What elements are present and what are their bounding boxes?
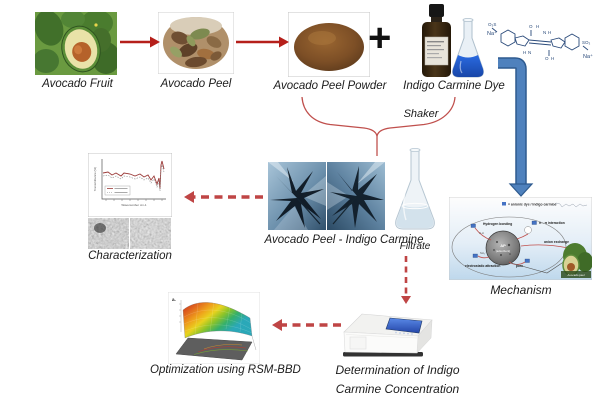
determination-label: Determination of Indigo Carmine Concentr… [330, 361, 465, 399]
avocado-peel-powder-photo [288, 12, 370, 77]
ap-ic-micrograph-1 [268, 162, 326, 230]
hydrogen-bonding-label: Hydrogen bonding [483, 222, 512, 226]
filtrate-flask-photo [395, 148, 435, 230]
plus-sign: + [368, 16, 392, 60]
ftir-ylabel: Transmittance (%) [93, 167, 97, 191]
pore-label: pore [516, 264, 523, 268]
dashed-arrow-to-characterization [184, 191, 263, 203]
sample-compartment-door [349, 336, 367, 350]
legend-square-icon [502, 202, 506, 206]
dye-bottle-photo [422, 4, 451, 77]
ftir-xlabel: Wavenumber cm-1 [121, 203, 147, 207]
ap-ic-label: Avocado Peel - Indigo Carmine [264, 234, 424, 246]
oh-label: O-H [479, 231, 484, 235]
determination-label-line1: Determination of Indigo [335, 363, 460, 377]
svg-text:N: N [543, 30, 546, 35]
mini-molecule-sketch [552, 202, 588, 208]
rsm-panel-marker: a. [172, 297, 176, 302]
svg-text:H: H [536, 24, 539, 29]
avocado-peel-photo [158, 12, 234, 74]
sem-image-1 [88, 218, 129, 249]
na-left: Na⁺ [487, 30, 497, 37]
rsm-surface-plot: a. [168, 292, 260, 364]
spectrophotometer-photo [343, 313, 433, 357]
shaker-label: Shaker [403, 108, 439, 120]
svg-text:O: O [529, 24, 533, 29]
nh3-label: NH₃⁺ [480, 251, 487, 255]
avocado-fruit-label: Avocado Fruit [42, 78, 113, 90]
dye-square-elec [472, 253, 478, 258]
solid-arrow-peel-to-powder [236, 36, 289, 48]
ap-ic-micrograph-2 [327, 162, 385, 230]
dye-square-pore [524, 258, 530, 263]
ftir-plot: Transmittance (%) Wavenumber cm-1 [88, 153, 172, 217]
pi-interaction-label: π - π interaction [539, 221, 565, 225]
dye-flask-photo [452, 17, 484, 78]
svg-text:O: O [545, 56, 549, 61]
mini-avocado-photo: Avocado peel [561, 243, 592, 278]
anion-exchange-label: anion exchange [544, 240, 569, 244]
electrostatic-label: electrostatic attraction [465, 264, 500, 268]
dashed-arrow-filtrate-to-spectrophotometer [401, 256, 411, 304]
na-right: Na⁺ [583, 53, 593, 60]
filtrate-label: Filtrate [399, 241, 431, 252]
mini-avocado-caption: Avocado peel [568, 273, 585, 277]
avocado-peel-powder-label: Avocado Peel Powder [273, 80, 387, 92]
solid-arrow-fruit-to-peel [120, 36, 160, 48]
benzene-ring-icon [524, 226, 532, 234]
svg-text:N: N [528, 50, 531, 55]
avocado-fruit-photo [35, 12, 117, 75]
optimization-label: Optimization using RSM-BBD [150, 364, 301, 376]
svg-text:O₃S: O₃S [488, 22, 496, 27]
adsorbent-particle [485, 230, 521, 266]
mechanism-legend: = anionic dye / Indigo carmine [508, 203, 557, 207]
determination-label-line2: Carmine Concentration [335, 382, 460, 396]
particle-text-1: AP [500, 243, 506, 248]
svg-text:H: H [548, 30, 551, 35]
mechanism-panel: = anionic dye / Indigo carmine AP (adsor… [449, 197, 592, 280]
svg-text:H: H [523, 50, 526, 55]
dye-square-hb [470, 223, 476, 228]
dashed-arrow-to-optimization [272, 319, 341, 331]
sem-image-2 [130, 218, 171, 249]
particle-text-2: (adsorbent) [496, 249, 510, 253]
svg-text:H: H [551, 56, 554, 61]
device-screen [385, 317, 423, 334]
avocado-peel-label: Avocado Peel [160, 78, 232, 90]
indigo-carmine-dye-label: Indigo Carmine Dye [403, 80, 505, 92]
dye-square-pi [531, 220, 537, 225]
svg-text:SO₃: SO₃ [582, 40, 591, 45]
mechanism-label: Mechanism [490, 283, 552, 297]
characterization-label: Characterization [88, 250, 172, 262]
